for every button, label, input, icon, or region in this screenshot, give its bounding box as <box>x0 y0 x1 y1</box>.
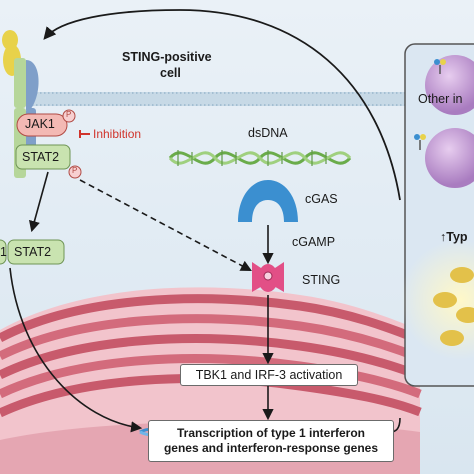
small-receptor-icon-1 <box>414 134 426 150</box>
stat2-lower-node <box>0 239 65 265</box>
transcription-line1: Transcription of type 1 interferon <box>176 426 366 440</box>
tbk1-activation-box: TBK1 and IRF-3 activation <box>180 364 358 386</box>
right-panel-other-label: Other in <box>418 92 463 106</box>
cgas-enzyme <box>238 180 298 222</box>
stat-partial-label: 1 <box>0 245 7 259</box>
stat2-top-phospho-label: P <box>72 166 78 175</box>
cgamp-label: cGAMP <box>292 235 336 249</box>
stat2-lower-label: STAT2 <box>14 245 52 259</box>
stat2-top-label: STAT2 <box>22 150 60 164</box>
sting-label: STING <box>302 273 341 287</box>
inhibition-symbol <box>79 130 90 138</box>
stat2-down-arrow <box>28 171 49 233</box>
inhibition-label: Inhibition <box>93 127 142 141</box>
right-panel <box>400 43 474 387</box>
right-panel-type-label: ↑Typ <box>440 230 468 244</box>
jak1-phospho-label: P <box>66 110 72 119</box>
jak1-node <box>16 109 76 137</box>
dashed-arrow-to-sting <box>79 179 252 272</box>
other-cell-1 <box>425 55 474 115</box>
other-cell-2 <box>425 128 474 188</box>
sting-protein <box>252 262 284 292</box>
dsdna-label: dsDNA <box>248 126 288 140</box>
plasma-membrane <box>20 92 405 106</box>
cell-label-line1: STING-positive <box>122 50 212 64</box>
dsdna-helix <box>168 150 352 166</box>
stat2-top-node <box>15 144 82 179</box>
feedback-arrow <box>43 9 401 201</box>
jak1-label: JAK1 <box>25 117 55 131</box>
cgas-label: cGAS <box>305 192 338 206</box>
transcription-line2: genes and interferon-response genes <box>163 441 379 455</box>
cell-label-line2: cell <box>160 66 181 80</box>
transcription-box: Transcription of type 1 interferon genes… <box>148 420 394 462</box>
stat-to-transcription-arrow <box>9 267 143 433</box>
small-receptor-icon-2 <box>434 59 446 74</box>
